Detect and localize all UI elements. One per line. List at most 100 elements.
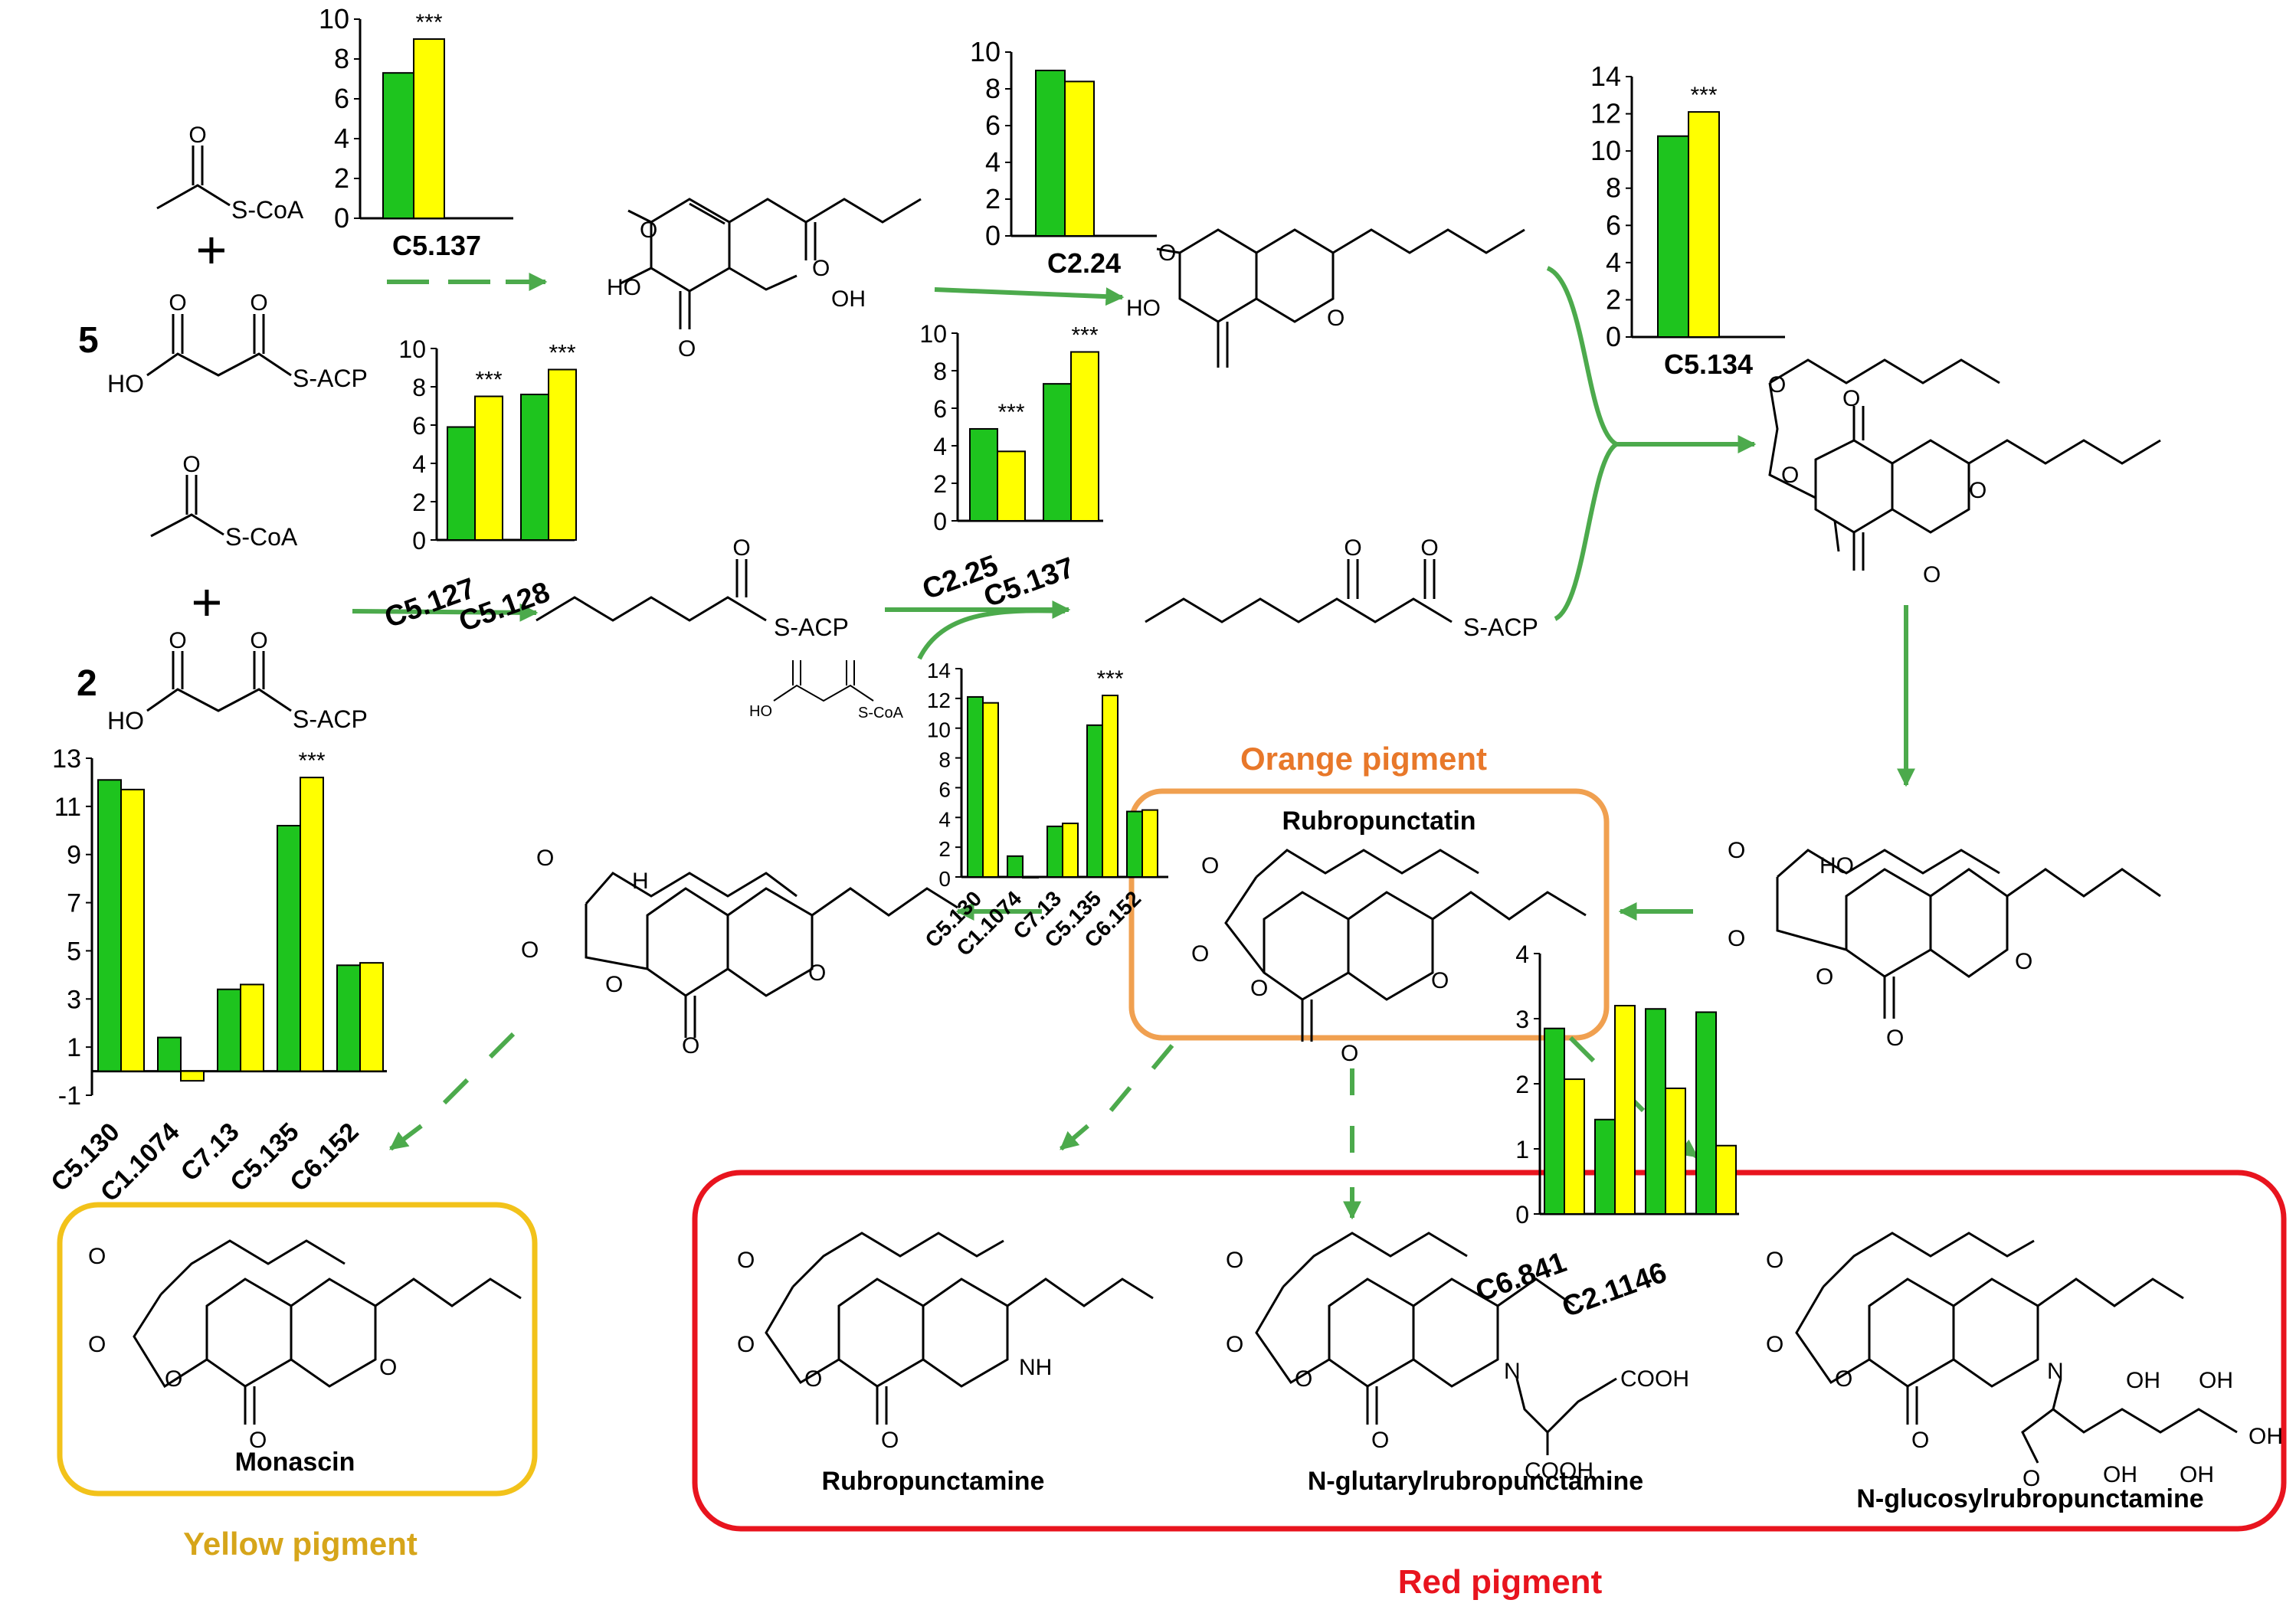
o-label: O (88, 1332, 106, 1357)
o-label: O (1226, 1332, 1243, 1357)
pathway-arrows (352, 266, 1915, 1218)
y-tick-label: 0 (933, 508, 947, 535)
y-tick-label: 0 (1606, 321, 1621, 352)
o-label: O (169, 628, 186, 653)
oh-label: OH (2180, 1462, 2214, 1487)
y-tick-label: 4 (334, 123, 349, 154)
yellow-pigment-title: Yellow pigment (183, 1526, 418, 1562)
y-tick-label: 10 (319, 3, 349, 34)
orange-pigment-box (1128, 788, 1610, 1041)
o-label: O (2023, 1466, 2040, 1491)
yellow-bar (997, 450, 1026, 522)
green-bar (382, 72, 414, 219)
y-tick-label: 12 (1590, 98, 1621, 129)
acetyl-coa-top (156, 146, 231, 210)
oh-label: OH (831, 286, 866, 312)
yellow-bar (474, 395, 503, 541)
yellow-bar (1102, 694, 1119, 878)
chart-left: -1135791113C5.130C1.1074C7.13***C5.135C6… (45, 744, 387, 1208)
green-bar (1086, 724, 1103, 878)
o-label: O (188, 123, 206, 148)
glutaryl-label: N-glutarylrubropunctamine (1308, 1467, 1643, 1496)
y-tick-label: 14 (927, 659, 951, 682)
green-bar (1007, 855, 1024, 878)
green-bar (1657, 135, 1689, 338)
y-tick-label: 3 (67, 985, 81, 1014)
y-tick-label: 6 (1606, 209, 1621, 240)
arrow-to-monascin (391, 1032, 516, 1149)
green-bar (1645, 1008, 1666, 1215)
o-label: O (1766, 1248, 1783, 1273)
green-bar (1544, 1027, 1565, 1215)
o-label: O (1295, 1366, 1312, 1392)
arrow-merge-top (1546, 266, 1618, 447)
significance-mark: *** (1096, 666, 1123, 692)
o-label: O (640, 218, 657, 243)
o-label: O (1341, 1041, 1358, 1066)
count-5: 5 (78, 320, 99, 361)
o-label: O (1842, 386, 1860, 411)
y-tick-label: 4 (412, 450, 426, 478)
s-acp-label: S-ACP (293, 705, 368, 733)
y-tick-label: 4 (938, 807, 951, 831)
o-label: O (88, 1244, 106, 1269)
y-tick-label: 10 (1590, 135, 1621, 166)
y-tick-label: 3 (1515, 1006, 1529, 1033)
y-tick-label: 8 (985, 73, 1001, 104)
y-tick-label: 0 (334, 202, 349, 234)
n-label: N (1504, 1359, 1521, 1384)
yellow-bar (1064, 80, 1095, 237)
significance-mark: *** (1071, 323, 1098, 348)
y-tick-label: 10 (927, 718, 951, 742)
y-tick-label: 8 (412, 374, 426, 401)
y-tick-label: 2 (334, 162, 349, 194)
rubropunctamine-label: Rubropunctamine (822, 1467, 1045, 1496)
y-tick-label: 2 (1606, 283, 1621, 315)
yellow-bar (1062, 823, 1079, 878)
oh-label: OH (2103, 1462, 2137, 1487)
yellow-bar (300, 777, 324, 1072)
o-label: O (1816, 964, 1833, 990)
o-label: O (165, 1366, 182, 1392)
green-bar (1035, 70, 1066, 237)
y-tick-label: 10 (398, 335, 426, 363)
y-tick-label: 6 (933, 395, 947, 423)
yellow-pigment-box (57, 1202, 538, 1497)
y-tick-label: 10 (970, 36, 1001, 67)
o-label: O (732, 535, 750, 561)
significance-mark: *** (298, 748, 325, 774)
ho-label: HO (107, 707, 144, 735)
o-label: O (1191, 941, 1209, 967)
acyl-ester-intermediate (1768, 358, 2161, 571)
cooh-label: COOH (1620, 1366, 1689, 1392)
o-label: O (605, 972, 623, 997)
s-acp-label: S-ACP (293, 365, 368, 392)
significance-mark: *** (415, 10, 442, 35)
green-bar (1046, 825, 1063, 878)
arrow-to-intermediate-2 (934, 287, 1125, 306)
o-label: O (1728, 926, 1745, 951)
ho-label: HO (749, 703, 772, 720)
yellow-bar (1614, 1005, 1636, 1215)
y-tick-label: 4 (933, 433, 947, 460)
monascin-structure (133, 1239, 522, 1425)
red-pigment-title: Red pigment (1398, 1563, 1603, 1601)
o-label: O (1344, 535, 1361, 561)
o-label: O (1158, 240, 1176, 266)
azaphilone-intermediate-2 (1156, 228, 1525, 368)
y-tick-label: 7 (67, 889, 81, 918)
y-tick-label: 6 (938, 777, 951, 801)
s-acp-label: S-ACP (774, 613, 849, 641)
o-label: O (1923, 562, 1941, 587)
arrow-malonyl-curve (917, 608, 1066, 660)
o-label: O (249, 1428, 267, 1453)
category-label: C5.134 (1664, 348, 1753, 380)
significance-mark: *** (475, 368, 502, 393)
y-tick-label: 2 (1515, 1071, 1529, 1098)
yellow-bar (1070, 351, 1099, 522)
